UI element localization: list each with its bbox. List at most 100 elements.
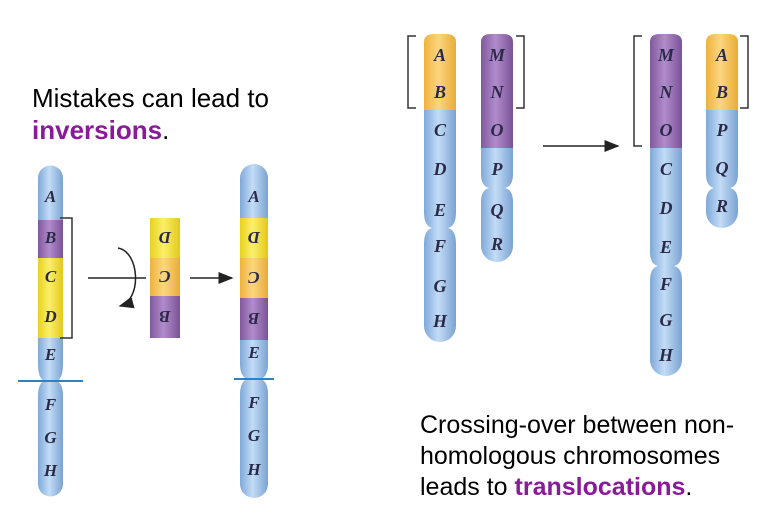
inversion-result-chromosome: A D C B E F G H [234, 164, 274, 498]
translocation-after-chromosome-2: A B P Q R [706, 34, 738, 228]
t1-label-H: H [432, 311, 448, 331]
translocation-bracket-left-2 [633, 35, 642, 147]
label-B: B [44, 228, 56, 247]
result-label-E: E [247, 343, 259, 362]
fragment-label-B: B [159, 307, 171, 326]
t1-label-E: E [433, 200, 446, 220]
label-D: D [43, 307, 56, 326]
a2-segment-B [706, 74, 738, 110]
t2-label-O: O [491, 120, 504, 140]
result-label-C: C [248, 268, 260, 287]
a2-segment-A [706, 34, 738, 74]
segment-B [38, 220, 63, 258]
translocation-before-chromosome-2: M N O P Q R [481, 34, 513, 262]
t2-label-Q: Q [491, 200, 504, 220]
segment-A [38, 165, 63, 220]
result-segment-D [240, 218, 268, 258]
translocation-caption-line2: homologous chromosomes [420, 442, 721, 470]
a1-segment-F [650, 266, 682, 302]
t2-segment-R [481, 226, 513, 262]
a1-label-N: N [659, 82, 674, 102]
result-label-D: D [248, 228, 261, 247]
inversion-caption: Mistakes can lead to inversions. [32, 82, 269, 146]
inversion-bracket [60, 217, 73, 339]
a1-label-H: H [658, 345, 674, 365]
result-segment-A [240, 164, 268, 218]
segment-F [38, 381, 63, 420]
translocation-caption-period: . [685, 473, 693, 501]
a1-label-F: F [659, 274, 672, 294]
segment-E [38, 338, 63, 381]
t1-label-B: B [433, 82, 446, 102]
a1-label-E: E [659, 237, 672, 257]
inversion-caption-text: Mistakes can lead to [32, 83, 270, 113]
fragment-segment-D [150, 218, 180, 258]
a2-label-R: R [715, 196, 728, 216]
translocation-bracket-left-1 [407, 35, 416, 109]
segment-G [38, 420, 63, 456]
t1-segment-A [424, 34, 456, 74]
translocation-before-chromosome-1: A B C D E F G H [424, 34, 456, 342]
t2-label-N: N [490, 82, 505, 102]
a1-label-M: M [657, 45, 675, 65]
translocation-caption: Crossing-over between non- homologous ch… [420, 410, 734, 503]
translocation-bracket-right-1 [516, 35, 525, 109]
result-segment-H [240, 454, 268, 498]
label-H: H [43, 461, 58, 480]
label-F: F [44, 395, 57, 414]
a1-segment-N [650, 74, 682, 110]
result-segment-G [240, 418, 268, 454]
a1-label-G: G [660, 310, 673, 330]
inversion-caption-period: . [162, 115, 170, 145]
t2-segment-Q [481, 188, 513, 226]
fragment-label-C: C [159, 267, 171, 286]
result-label-B: B [248, 309, 260, 328]
t2-segment-P [481, 148, 513, 188]
fragment-label-D: D [159, 228, 172, 247]
a1-segment-O [650, 110, 682, 148]
t2-label-P: P [491, 159, 504, 179]
inverted-fragment: D C B [150, 218, 180, 338]
t1-segment-C [424, 110, 456, 148]
t2-label-R: R [490, 234, 503, 254]
a1-segment-H [650, 338, 682, 376]
inversion-highlight: inversions [32, 115, 163, 145]
t1-segment-F [424, 228, 456, 266]
t2-segment-O [481, 110, 513, 148]
translocation-highlight: translocations [514, 473, 686, 501]
fragment-segment-C [150, 258, 180, 296]
t1-segment-D [424, 148, 456, 188]
a1-segment-E [650, 226, 682, 266]
result-label-F: F [247, 393, 260, 412]
a1-label-O: O [660, 120, 673, 140]
result-segment-F [240, 379, 268, 418]
a1-segment-C [650, 148, 682, 188]
label-G: G [44, 428, 57, 447]
t1-segment-B [424, 74, 456, 110]
rotate-arrow-icon [117, 247, 137, 309]
t2-segment-N [481, 74, 513, 110]
label-E: E [44, 345, 56, 364]
result-segment-E [240, 340, 268, 379]
result-segment-B [240, 298, 268, 340]
translocation-caption-line1: Crossing-over between non- [420, 411, 735, 439]
a2-label-P: P [716, 120, 729, 140]
t1-segment-E [424, 188, 456, 228]
translocation-bracket-right-2 [740, 35, 749, 109]
t1-label-A: A [433, 45, 446, 65]
t1-label-D: D [433, 159, 447, 179]
t1-label-G: G [434, 276, 447, 296]
t2-segment-M [481, 34, 513, 74]
label-A: A [44, 187, 56, 206]
a1-label-D: D [659, 198, 673, 218]
a2-segment-Q [706, 148, 738, 188]
a1-segment-M [650, 34, 682, 74]
label-C: C [45, 267, 57, 286]
result-label-A: A [247, 187, 259, 206]
segment-H [38, 456, 63, 497]
result-label-H: H [246, 460, 261, 479]
segment-C [38, 258, 63, 296]
result-label-G: G [248, 426, 261, 445]
fragment-segment-B [150, 296, 180, 338]
